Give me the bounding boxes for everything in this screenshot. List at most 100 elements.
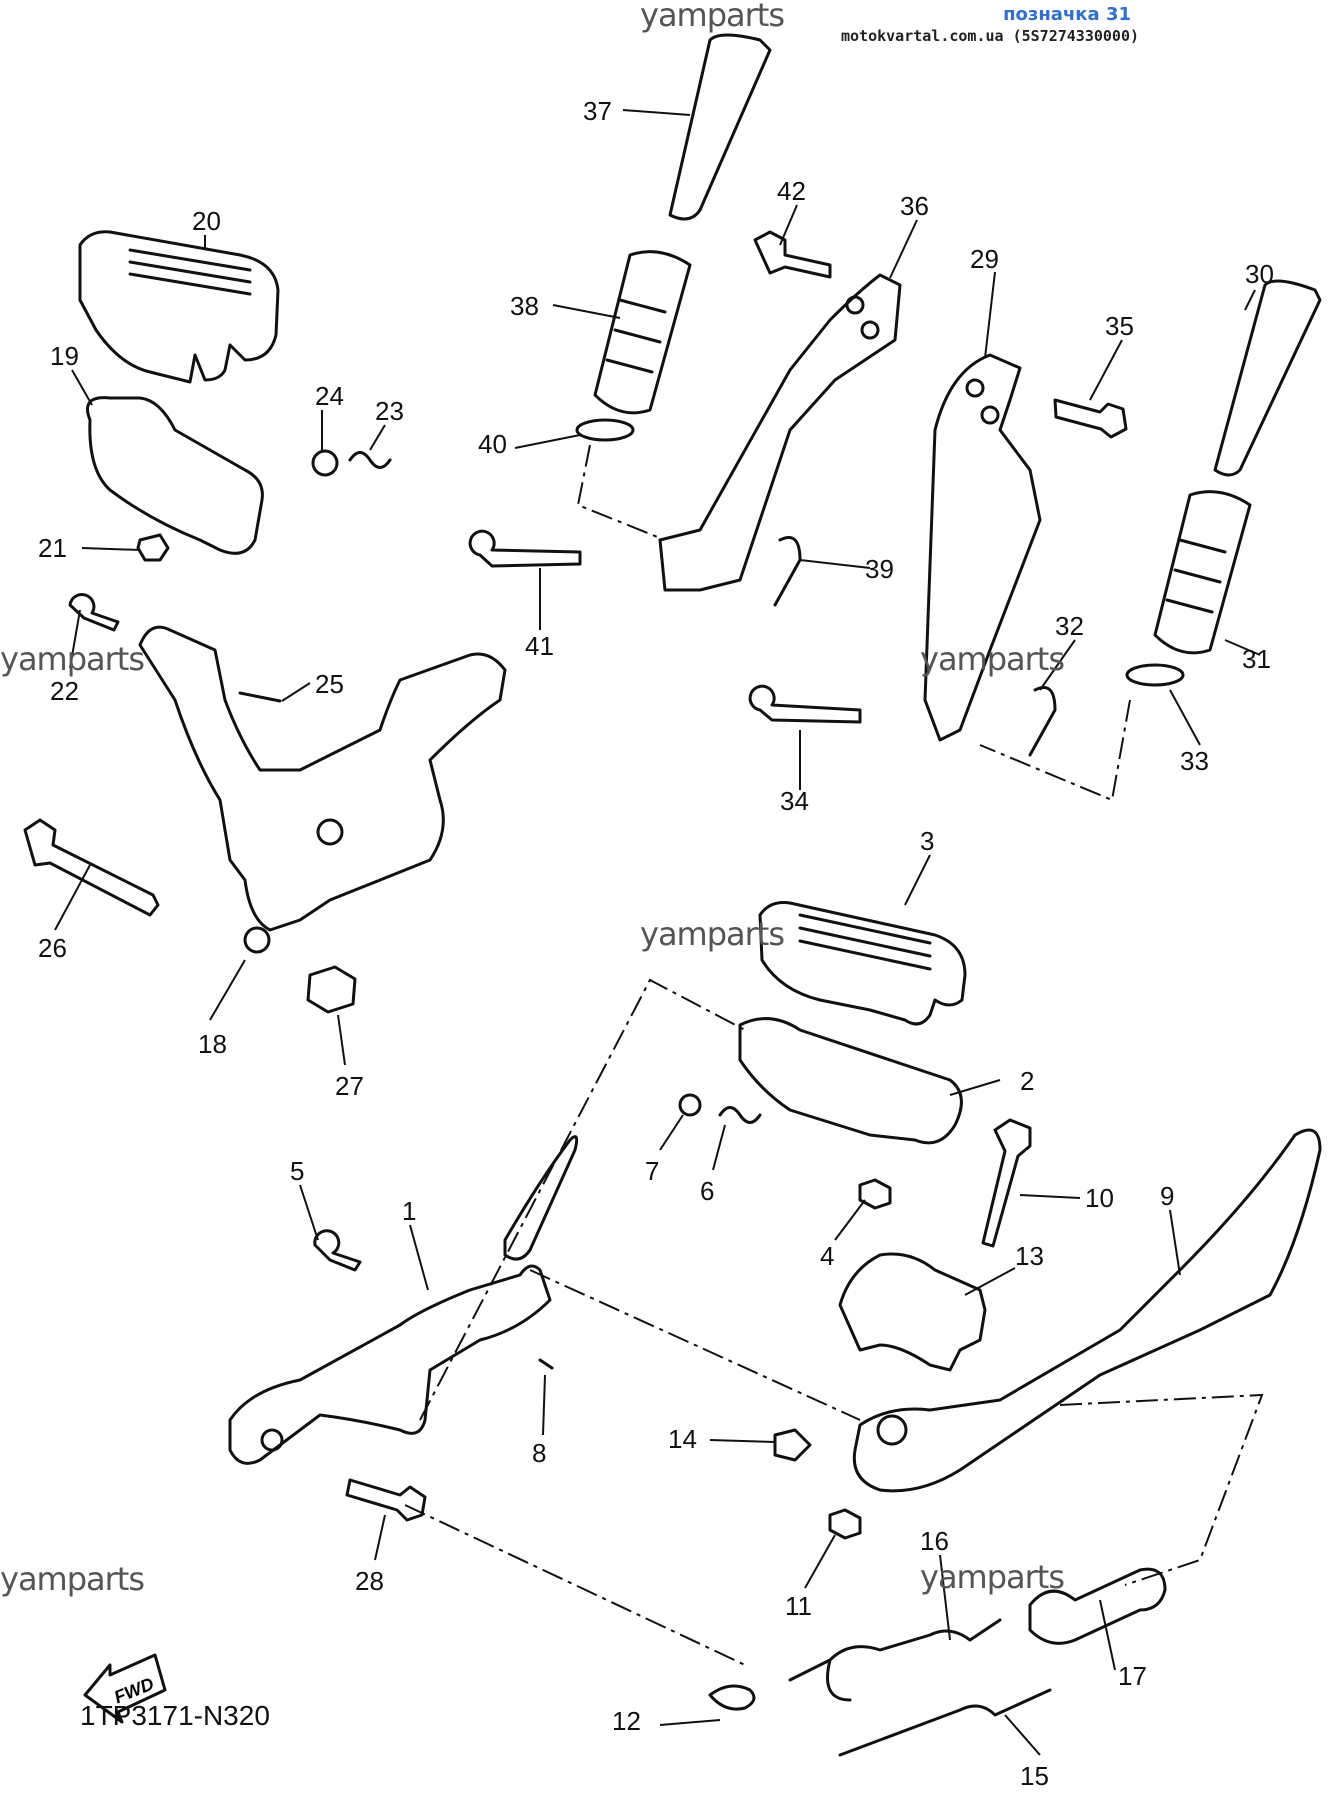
leader-35 (1089, 339, 1123, 401)
footrest-bracket-18 (138, 625, 507, 932)
spring-15 (838, 1688, 1052, 1757)
lever-1-top (503, 1135, 579, 1261)
leader-39 (799, 559, 871, 569)
footrest-rubber-20 (78, 230, 280, 384)
leader-7 (659, 1114, 684, 1151)
part-number-37[interactable]: 37 (583, 96, 612, 126)
leader-18 (209, 959, 246, 1021)
part-number-21[interactable]: 21 (38, 533, 67, 563)
washer-33 (1125, 663, 1185, 687)
part-number-19[interactable]: 19 (50, 341, 79, 371)
part-number-30[interactable]: 30 (1245, 259, 1274, 289)
cotter-pin-25 (238, 691, 282, 703)
leader-28 (374, 1514, 386, 1561)
leader-37 (622, 109, 691, 116)
footrest-rubber-ribs (128, 248, 252, 296)
leader-30 (1244, 289, 1256, 311)
part-number-10[interactable]: 10 (1085, 1183, 1114, 1213)
watermark: yamparts (0, 640, 145, 678)
leader-19 (71, 369, 93, 406)
part-number-29[interactable]: 29 (970, 244, 999, 274)
part-number-2[interactable]: 2 (1020, 1066, 1034, 1096)
plate-13 (838, 1252, 987, 1372)
part-number-7[interactable]: 7 (645, 1156, 659, 1186)
part-number-9[interactable]: 9 (1160, 1181, 1174, 1211)
pin-41 (468, 529, 582, 568)
part-number-11[interactable]: 11 (785, 1591, 812, 1621)
part-number-27[interactable]: 27 (335, 1071, 364, 1101)
leader-40 (514, 434, 581, 449)
dashline-lever-footrest (419, 978, 746, 1421)
part-number-25[interactable]: 25 (315, 669, 344, 699)
bolt-10 (981, 1118, 1032, 1248)
footrest-19 (86, 396, 264, 555)
pin-34 (748, 684, 862, 724)
part-number-38[interactable]: 38 (510, 291, 539, 321)
part-number-35[interactable]: 35 (1105, 311, 1134, 341)
collar-14 (773, 1428, 812, 1462)
footpeg-rubber-31 (1153, 490, 1252, 655)
leader-32 (1039, 639, 1076, 691)
leader-5 (299, 1184, 319, 1241)
leader-12 (659, 1719, 721, 1726)
part-number-28[interactable]: 28 (355, 1566, 384, 1596)
dashline-lever-sidestand (529, 1269, 861, 1421)
part-number-16[interactable]: 16 (920, 1526, 949, 1556)
lever-1-hole (260, 1428, 284, 1452)
part-number-33[interactable]: 33 (1180, 746, 1209, 776)
bracket-hole (243, 926, 271, 954)
part-number-39[interactable]: 39 (865, 554, 894, 584)
part-number-14[interactable]: 14 (668, 1424, 697, 1454)
part-number-8[interactable]: 8 (532, 1438, 546, 1468)
leader-17 (1099, 1599, 1116, 1671)
bracket-36-hole (845, 295, 865, 315)
part-number-41[interactable]: 41 (525, 631, 554, 661)
part-number-4[interactable]: 4 (820, 1241, 834, 1271)
part-number-42[interactable]: 42 (777, 176, 806, 206)
part-number-24[interactable]: 24 (315, 381, 344, 411)
part-number-40[interactable]: 40 (478, 429, 507, 459)
part-number-12[interactable]: 12 (612, 1706, 641, 1736)
spring-6 (718, 1106, 762, 1124)
part-number-17[interactable]: 17 (1118, 1661, 1147, 1691)
part-number-36[interactable]: 36 (900, 191, 929, 221)
part-number-32[interactable]: 32 (1055, 611, 1084, 641)
part-number-23[interactable]: 23 (375, 396, 404, 426)
part-number-31[interactable]: 31 (1242, 644, 1271, 674)
part-number-15[interactable]: 15 (1020, 1761, 1049, 1791)
lever-1 (228, 1264, 552, 1465)
part-number-22[interactable]: 22 (50, 676, 79, 706)
sidestand-9 (852, 1128, 1322, 1493)
part-number-1[interactable]: 1 (402, 1196, 416, 1226)
part-number-5[interactable]: 5 (290, 1156, 304, 1186)
footrest-2 (738, 1017, 963, 1145)
part-number-26[interactable]: 26 (38, 933, 67, 963)
leader-25 (281, 682, 311, 702)
collar-7 (678, 1093, 702, 1117)
part-number-34[interactable]: 34 (780, 786, 809, 816)
leader-22 (69, 609, 81, 669)
part-number-6[interactable]: 6 (700, 1176, 714, 1206)
diagram-code: 1TP3171-N320 (80, 1700, 270, 1731)
leader-2 (949, 1079, 1001, 1096)
cotter-32 (1028, 686, 1057, 757)
header-title: позначка 31 (1003, 4, 1131, 25)
leader-26 (54, 864, 91, 931)
leader-15 (1004, 1714, 1041, 1756)
part-number-3[interactable]: 3 (920, 826, 934, 856)
part-number-13[interactable]: 13 (1015, 1241, 1044, 1271)
part-number-18[interactable]: 18 (198, 1029, 227, 1059)
bracket-29-hole (980, 405, 1000, 425)
collar-24 (311, 449, 339, 477)
cotter-8 (538, 1358, 554, 1370)
bolt-28 (345, 1478, 427, 1522)
bracket-29-hole (965, 378, 985, 398)
dashline-lever-spring (404, 1504, 746, 1666)
part-number-20[interactable]: 20 (192, 206, 221, 236)
bracket-29 (923, 353, 1042, 742)
watermark: yamparts (0, 1560, 145, 1598)
leader-23 (369, 424, 386, 451)
leader-36 (889, 219, 918, 279)
leader-16 (939, 1554, 951, 1641)
